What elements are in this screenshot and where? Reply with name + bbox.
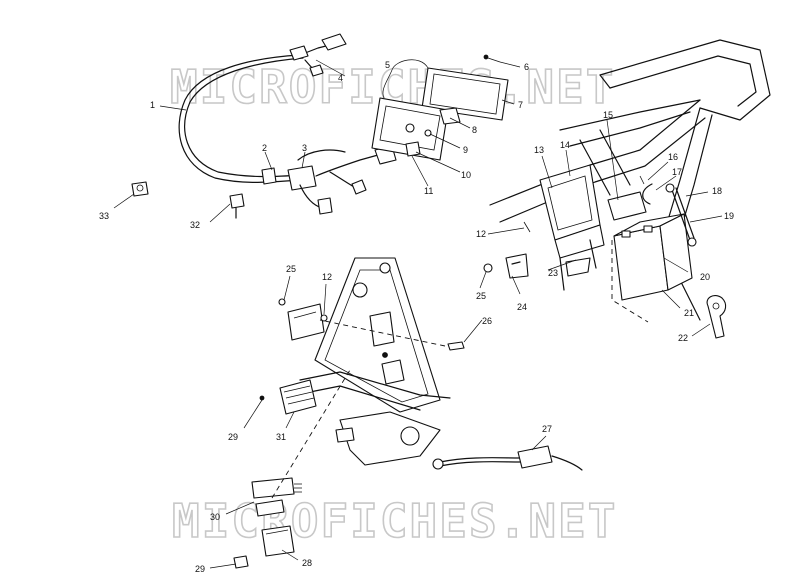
callout-6: 6 xyxy=(524,62,529,72)
callout-16: 16 xyxy=(668,152,678,162)
callout-8: 8 xyxy=(472,125,477,135)
callout-29-lower: 29 xyxy=(195,564,205,574)
callout-32: 32 xyxy=(190,220,200,230)
callout-28: 28 xyxy=(302,558,312,568)
battery-cover xyxy=(607,191,647,221)
callout-3: 3 xyxy=(302,143,307,153)
relay-module xyxy=(278,298,328,341)
callout-29-upper: 29 xyxy=(228,432,238,442)
callout-12-left: 12 xyxy=(322,272,332,282)
callout-30: 30 xyxy=(210,512,220,522)
callout-24: 24 xyxy=(517,302,527,312)
callout-22: 22 xyxy=(678,333,688,343)
callout-21: 21 xyxy=(684,308,694,318)
callout-5: 5 xyxy=(385,60,390,70)
wiring-harness xyxy=(178,33,397,215)
callout-2: 2 xyxy=(262,143,267,153)
callout-9: 9 xyxy=(463,145,468,155)
fasteners xyxy=(131,181,245,219)
callout-1: 1 xyxy=(150,100,155,110)
callout-4: 4 xyxy=(338,73,343,83)
callout-labels: 1 2 3 4 5 6 7 8 9 10 11 12 13 14 15 16 1… xyxy=(99,60,734,574)
callout-11: 11 xyxy=(424,186,433,196)
bracket-parts xyxy=(483,221,531,279)
callout-14: 14 xyxy=(560,140,570,150)
battery xyxy=(611,213,693,323)
lower-frame xyxy=(299,371,451,466)
ignition-key xyxy=(706,295,727,339)
callout-26: 26 xyxy=(482,316,492,326)
voltage-regulator xyxy=(259,379,317,415)
rear-light-assembly xyxy=(371,54,509,161)
leader-lines xyxy=(113,59,723,569)
ground-cable xyxy=(432,445,583,471)
callout-27: 27 xyxy=(542,424,552,434)
callout-25-left: 25 xyxy=(286,264,296,274)
callout-12-right: 12 xyxy=(476,229,486,239)
battery-cables xyxy=(639,175,697,247)
callout-10: 10 xyxy=(461,170,471,180)
callout-19: 19 xyxy=(724,211,734,221)
bolt-26 xyxy=(319,319,465,351)
watermark-bottom: MICROFICHES.NET xyxy=(172,494,617,548)
rectifier xyxy=(233,369,351,569)
callout-15: 15 xyxy=(603,110,613,120)
callout-25-right: 25 xyxy=(476,291,486,301)
mounting-plate xyxy=(314,257,441,413)
battery-bracket xyxy=(539,164,605,291)
callout-18: 18 xyxy=(712,186,722,196)
callout-7: 7 xyxy=(518,100,523,110)
callout-33: 33 xyxy=(99,211,109,221)
callout-31: 31 xyxy=(276,432,286,442)
callout-17: 17 xyxy=(672,167,682,177)
callout-20: 20 xyxy=(700,272,710,282)
callout-23: 23 xyxy=(548,268,558,278)
callout-13: 13 xyxy=(534,145,544,155)
